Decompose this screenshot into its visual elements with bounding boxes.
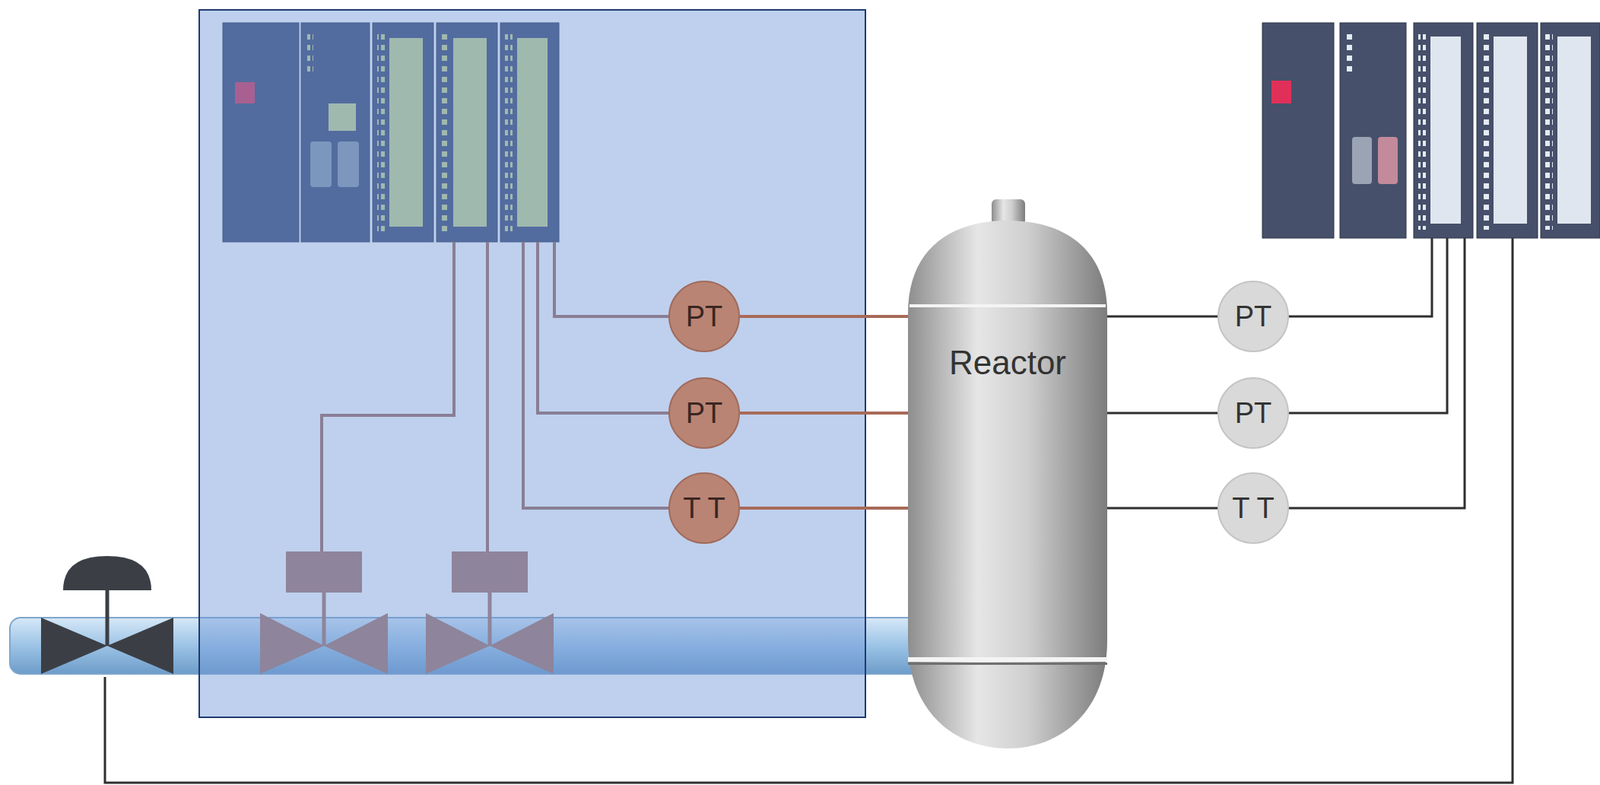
wire [1288,238,1448,413]
process-connection [739,411,908,415]
transmitter-circle: PT [668,280,740,353]
transmitter-circle: PT [668,377,740,449]
wire [1288,238,1432,317]
power-module [1262,22,1334,239]
io-strip [1557,36,1591,224]
instrument-tag: PT [685,300,724,334]
valve-stem [105,590,110,646]
led-column [1418,30,1426,230]
instrument-tag: PT [1234,396,1273,430]
control-valve [41,555,174,674]
vessel-seam [909,304,1106,308]
io-module [1476,22,1538,239]
port [1352,136,1372,185]
process-connection [739,314,908,318]
cpu-module [1339,22,1407,239]
led-column [1481,30,1489,230]
transmitter-circle: PT [1217,280,1289,353]
reactor-vessel: Reactor [907,199,1108,750]
led-column [1545,30,1553,230]
port [1377,136,1398,185]
valve-body [41,617,108,674]
transmitter-circle: T T [1217,472,1289,544]
status-lamp [1271,80,1292,104]
control-region [199,9,866,718]
wire [104,238,1513,783]
wire [1288,238,1465,508]
io-module [1540,22,1600,239]
process-connection [1107,412,1218,415]
vessel-seam [907,662,1108,665]
transmitter-circle: T T [668,472,740,544]
process-connection [1107,315,1218,318]
vessel-label: Reactor [907,343,1108,382]
vessel-body [907,220,1108,749]
plc-rack [1262,22,1600,239]
instrument-tag: T T [1231,492,1275,525]
process-connection [1107,507,1218,510]
instrument-tag: PT [1234,300,1273,334]
wire [104,238,1513,783]
vessel-shape [907,199,1108,750]
led-column [1346,30,1353,77]
io-strip [1430,36,1461,224]
valve-body [107,617,174,674]
instrument-tag: T T [682,492,726,525]
valve-actuator [63,555,152,591]
process-connection [739,506,908,510]
instrument-tag: PT [685,396,724,430]
io-module [1413,22,1474,239]
transmitter-circle: PT [1217,377,1289,449]
io-strip [1493,36,1527,224]
vessel-seam [907,657,1108,662]
